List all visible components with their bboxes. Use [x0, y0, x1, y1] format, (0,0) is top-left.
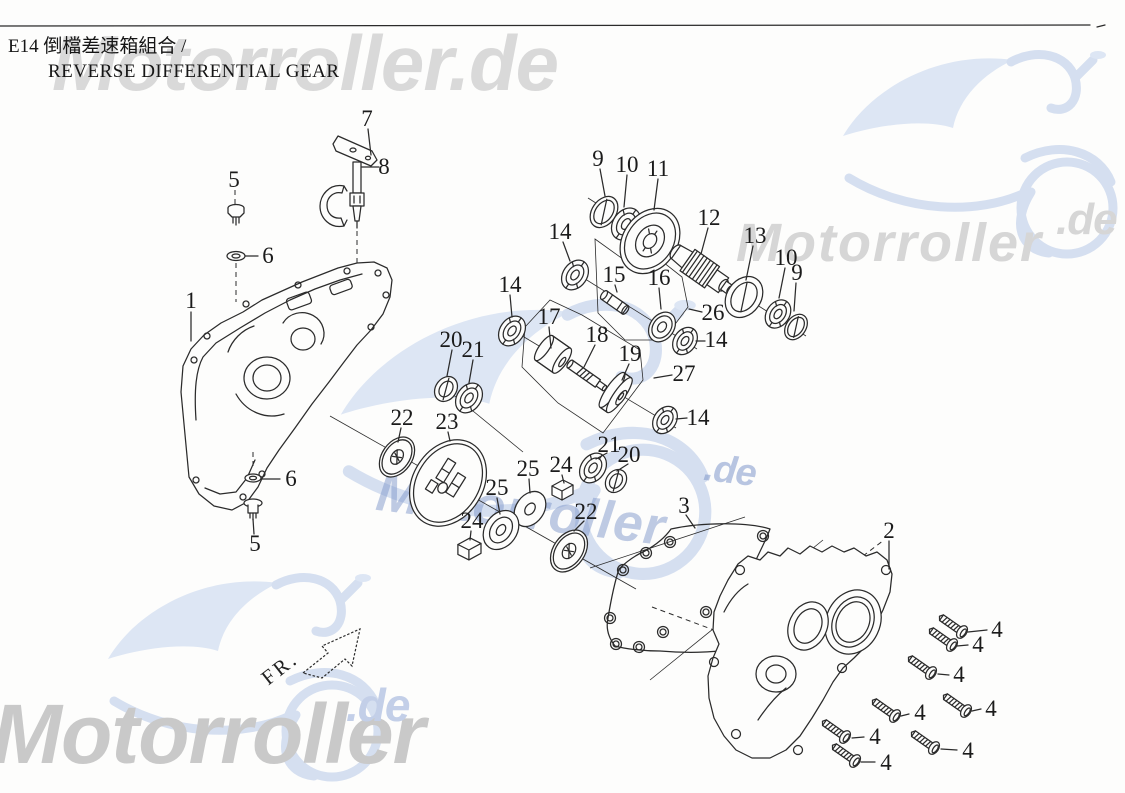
part-callout-4: 4: [869, 724, 881, 749]
part-callout-21: 21: [597, 432, 621, 457]
part-callout-15: 15: [602, 262, 626, 287]
part-18-shaft: [566, 359, 608, 392]
part-24-slider-a: [552, 480, 573, 500]
part-callout-21: 21: [461, 337, 485, 362]
part-25-disc-b: [476, 504, 526, 557]
part-callout-26: 26: [701, 300, 725, 325]
part-callout-25: 25: [516, 456, 540, 481]
part-3-gasket: [605, 524, 771, 653]
part-callout-3: 3: [678, 493, 690, 518]
part-callout-16: 16: [647, 265, 671, 290]
part-callout-24: 24: [460, 508, 484, 533]
part-22-disc-a: [372, 430, 422, 483]
part-6-washer-bottom: [245, 474, 261, 482]
part-callout-4: 4: [914, 700, 926, 725]
part-callout-14: 14: [704, 327, 728, 352]
part-6-washer-top: [227, 252, 245, 261]
part-callout-4: 4: [962, 738, 974, 763]
part-callout-4: 4: [880, 750, 892, 775]
part-callout-14: 14: [548, 219, 572, 244]
part-callout-7: 7: [361, 106, 373, 131]
part-callout-14: 14: [686, 405, 710, 430]
part-callout-22: 22: [574, 499, 598, 524]
part-4-screw-3: [903, 650, 940, 682]
part-callout-25: 25: [485, 475, 509, 500]
part-callout-1: 1: [185, 288, 197, 313]
part-14-bearing-a: [555, 254, 595, 296]
part-24-slider-b: [458, 538, 481, 560]
part-4-screw-4: [938, 688, 975, 720]
part-callout-5: 5: [249, 531, 261, 556]
part-callout-4: 4: [985, 696, 997, 721]
part-callout-6: 6: [285, 466, 297, 491]
watermark-top-text: Motorroller.de: [52, 19, 559, 107]
part-callout-23: 23: [435, 409, 459, 434]
part-17-roller: [531, 333, 574, 376]
part-callout-12: 12: [697, 205, 721, 230]
section-code: E14: [8, 36, 39, 57]
part-callout-14: 14: [498, 272, 522, 297]
page-title: E14 倒檔差速箱組合 / REVERSE DIFFERENTIAL GEAR: [8, 31, 340, 83]
title-english: REVERSE DIFFERENTIAL GEAR: [48, 61, 340, 82]
part-14-bearing-d: [646, 401, 684, 439]
part-callout-8: 8: [378, 154, 390, 179]
part-5-bolt-bottom: [244, 499, 262, 520]
part-4-screw-6: [817, 714, 854, 746]
part-callout-22: 22: [390, 405, 414, 430]
part-callout-4: 4: [972, 632, 984, 657]
part-callout-24: 24: [549, 452, 573, 477]
part-callout-13: 13: [743, 223, 767, 248]
part-callout-18: 18: [585, 322, 609, 347]
watermark-middle-text: Motorroller: [736, 213, 1044, 273]
part-callout-11: 11: [646, 156, 670, 181]
part-callout-19: 19: [618, 341, 642, 366]
part-callout-5: 5: [228, 167, 240, 192]
part-4-screw-5: [867, 693, 904, 725]
part-callout-9: 9: [791, 260, 803, 285]
watermark-bottom-text: Motorroller: [0, 687, 425, 781]
part-19-gear-disc: [595, 370, 636, 416]
part-2-cover: [708, 546, 892, 758]
part-13-ring-gear: [717, 269, 770, 325]
part-callout-20: 20: [617, 442, 641, 467]
part-callout-27: 27: [672, 361, 696, 386]
header-rule: [0, 25, 1090, 26]
part-1-crankcase: [181, 262, 392, 510]
fr-direction-arrow: [301, 627, 361, 679]
part-callout-4: 4: [991, 617, 1003, 642]
watermark-middle-suffix: .de: [1056, 195, 1118, 244]
watermark-bottom-suffix: .de: [346, 679, 410, 731]
part-8-shift-rod: [320, 162, 364, 266]
part-7-shift-arm: [333, 136, 377, 166]
part-4-screw-8: [827, 738, 864, 770]
part-callout-10: 10: [615, 152, 639, 177]
part-callout-4: 4: [953, 662, 965, 687]
leader-lines: [190, 128, 988, 763]
part-15-pin: [599, 289, 630, 315]
shift-fork: [320, 186, 344, 227]
part-callout-17: 17: [537, 304, 561, 329]
subassembly-27-outline: [522, 300, 643, 433]
part-23-drive-plate: [394, 425, 502, 540]
part-callout-20: 20: [439, 327, 463, 352]
part-callout-9: 9: [592, 146, 604, 171]
part-16-washer: [643, 307, 681, 347]
part-callout-10: 10: [774, 245, 798, 270]
part-4-screw-7: [906, 725, 943, 757]
part-5-bolt-top: [228, 205, 244, 226]
part-11-gear: [608, 197, 692, 285]
part-22-disc-b: [543, 523, 595, 579]
title-chinese: 倒檔差速箱組合 /: [43, 36, 187, 57]
part-callout-6: 6: [262, 243, 274, 268]
part-callout-2: 2: [883, 518, 895, 543]
